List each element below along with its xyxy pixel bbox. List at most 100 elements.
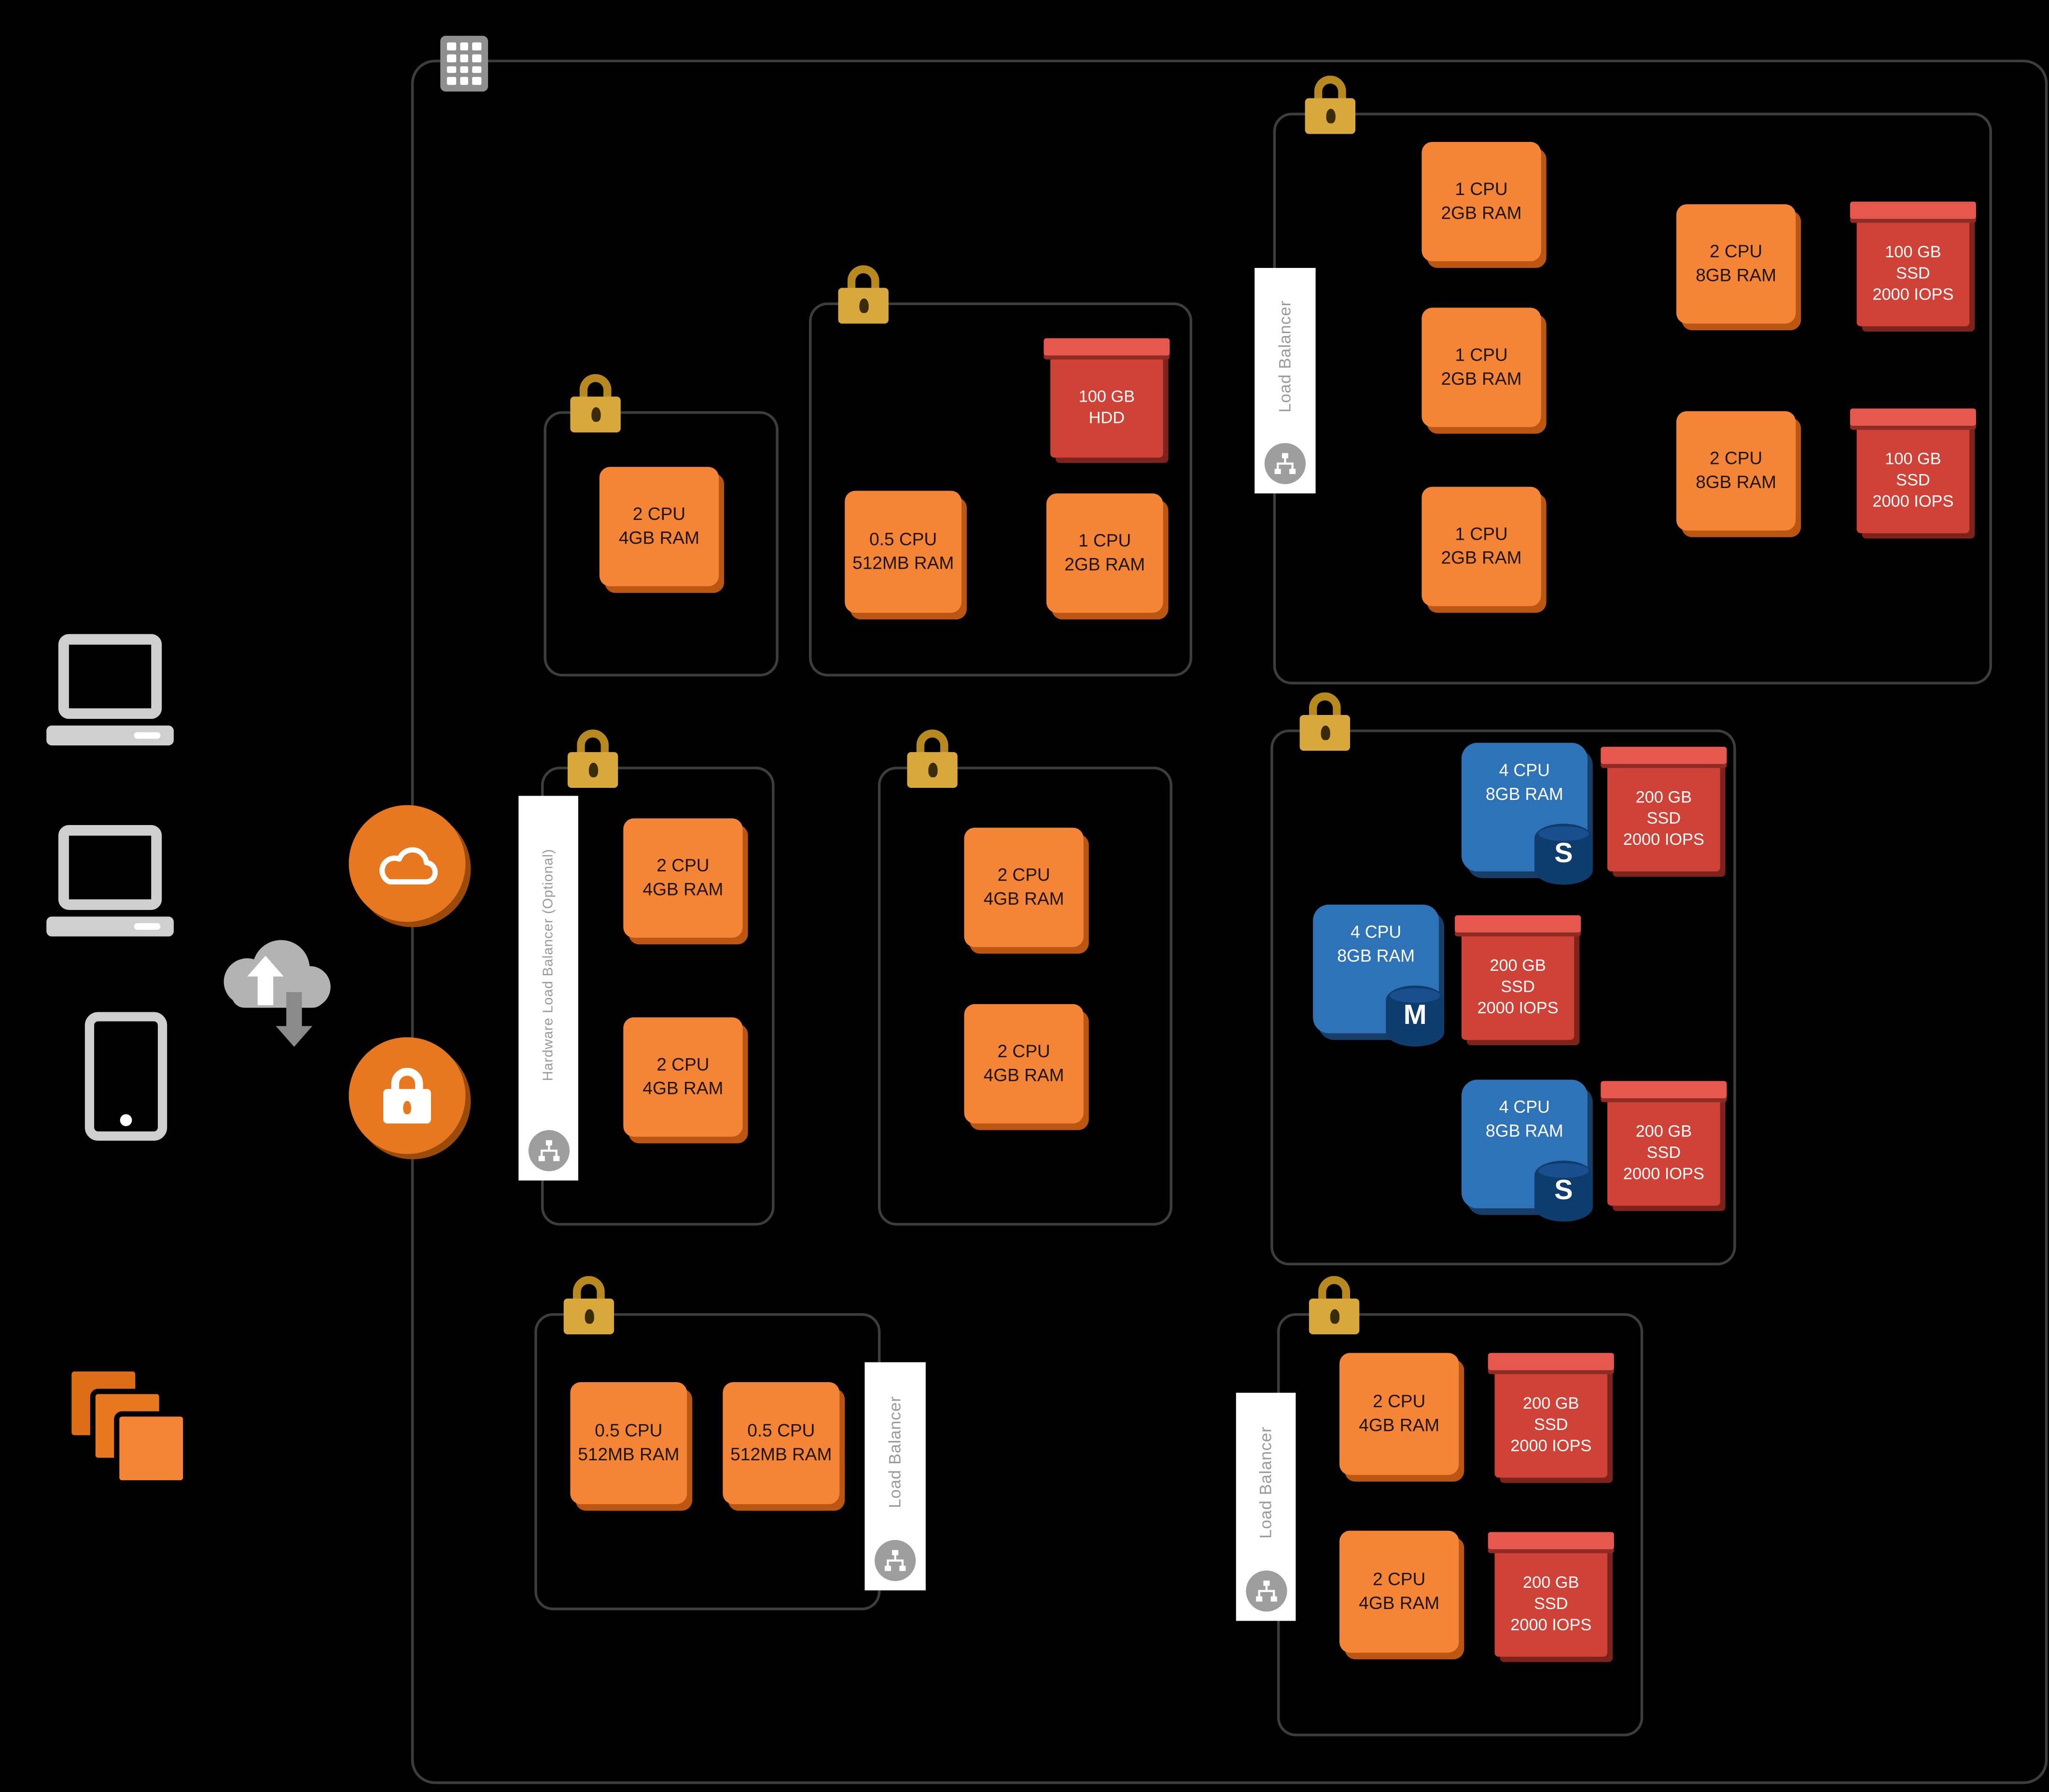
- spec-line: 4GB RAM: [642, 1078, 724, 1098]
- storage-lid-icon: [1850, 408, 1976, 426]
- stacked-squares-icon: [114, 1411, 189, 1486]
- padlock-icon: [567, 729, 618, 788]
- spec-line: 100 GB: [1885, 449, 1941, 468]
- load-balancer-icon: [1264, 443, 1306, 484]
- spec-line: SSD: [1533, 1414, 1568, 1433]
- storage-volume: 100 GB SSD 2000 IOPS: [1850, 408, 1976, 533]
- spec-line: 4GB RAM: [642, 879, 724, 899]
- laptop-base: [46, 725, 174, 746]
- compute-instance: 2 CPU 4GB RAM: [623, 818, 743, 938]
- spec-line: 2000 IOPS: [1510, 1436, 1592, 1455]
- storage-lid-icon: [1488, 1353, 1614, 1371]
- security-group-hw-lb: Hardware Load Balancer (Optional) 2 CPU …: [518, 729, 775, 1226]
- laptop-screen: [58, 825, 162, 910]
- compute-instance: 1 CPU 2GB RAM: [1422, 487, 1541, 606]
- laptop-icon: [46, 634, 174, 746]
- spec-line: 2000 IOPS: [1623, 829, 1704, 849]
- security-group-mid-pair: 2 CPU 4GB RAM 2 CPU 4GB RAM: [878, 729, 1172, 1226]
- spec-line: 512MB RAM: [578, 1444, 680, 1465]
- datacenter-icon: [440, 36, 488, 92]
- spec-line: 4 CPU: [1499, 760, 1550, 780]
- compute-instance: 2 CPU 4GB RAM: [964, 1004, 1084, 1124]
- compute-instance: 2 CPU 4GB RAM: [964, 827, 1084, 947]
- load-balancer-label: Load Balancer: [1236, 1392, 1296, 1621]
- compute-instance: 2 CPU 8GB RAM: [1676, 411, 1796, 531]
- spec-line: 8GB RAM: [1485, 1120, 1563, 1140]
- spec-line: 2 CPU: [656, 1054, 710, 1075]
- laptop-screen: [58, 634, 162, 719]
- spec-line: 2 CPU: [1373, 1391, 1426, 1412]
- compute-instance: 0.5 CPU 512MB RAM: [723, 1382, 840, 1504]
- compute-instance: 0.5 CPU 512MB RAM: [845, 490, 962, 613]
- load-balancer-text: Load Balancer: [886, 1396, 905, 1509]
- database-instance: 4 CPU 8GB RAM M: [1313, 904, 1445, 1047]
- cloud-transfer-icon: [223, 940, 331, 1047]
- spec-line: 2 CPU: [1709, 448, 1763, 469]
- compute-instance: 2 CPU 8GB RAM: [1676, 204, 1796, 324]
- spec-line: SSD: [1896, 263, 1930, 282]
- compute-instance: 2 CPU 4GB RAM: [1339, 1530, 1459, 1653]
- storage-lid-icon: [1601, 746, 1727, 764]
- load-balancer-text: Load Balancer: [1276, 301, 1295, 413]
- spec-line: SSD: [1646, 808, 1681, 827]
- spec-line: 100 GB: [1885, 242, 1941, 261]
- load-balancer-text: Hardware Load Balancer (Optional): [540, 848, 557, 1081]
- compute-instance: 1 CPU 2GB RAM: [1422, 141, 1541, 262]
- datacenter-boundary: [411, 59, 2048, 1784]
- storage-volume: 200 GB SSD 2000 IOPS: [1488, 1532, 1614, 1657]
- spec-line: 0.5 CPU: [869, 529, 937, 549]
- storage-lid-icon: [1601, 1081, 1727, 1098]
- compute-instance: 1 CPU 2GB RAM: [1046, 493, 1163, 613]
- security-group-micro-pair: 0.5 CPU 512MB RAM 0.5 CPU 512MB RAM Load…: [534, 1276, 926, 1610]
- storage-volume: 200 GB SSD 2000 IOPS: [1601, 746, 1727, 872]
- padlock-icon: [570, 374, 621, 433]
- compute-instance: 2 CPU 4GB RAM: [623, 1017, 743, 1137]
- storage-lid-icon: [1488, 1532, 1614, 1550]
- spec-line: 0.5 CPU: [747, 1420, 815, 1441]
- padlock-icon: [563, 1276, 614, 1335]
- padlock-icon: [838, 265, 889, 324]
- spec-line: 1 CPU: [1455, 345, 1508, 365]
- spec-line: 2 CPU: [1373, 1569, 1426, 1589]
- cloud-outline-icon: [379, 847, 438, 885]
- database-instance: 4 CPU 8GB RAM S: [1461, 742, 1593, 885]
- spec-line: SSD: [1501, 977, 1535, 996]
- spec-line: 2GB RAM: [1441, 203, 1522, 223]
- compute-instance: 2 CPU 4GB RAM: [1339, 1353, 1459, 1475]
- spec-line: 200 GB: [1523, 1393, 1579, 1412]
- spec-line: 1 CPU: [1455, 179, 1508, 199]
- storage-volume: 100 GB SSD 2000 IOPS: [1850, 201, 1976, 326]
- spec-line: 2 CPU: [997, 1041, 1050, 1062]
- spec-line: 2 CPU: [1709, 241, 1763, 262]
- storage-volume: 200 GB SSD 2000 IOPS: [1601, 1081, 1727, 1206]
- load-balancer-icon: [1245, 1570, 1287, 1612]
- spec-line: 4GB RAM: [619, 528, 699, 548]
- storage-volume: 100 GB HDD: [1044, 338, 1170, 458]
- security-group-database: 4 CPU 8GB RAM S 200 GB SSD 2000 IOPS 4 C…: [1270, 692, 1736, 1266]
- database-letter: S: [1554, 838, 1573, 869]
- spec-line: 0.5 CPU: [595, 1420, 663, 1441]
- spec-line: 512MB RAM: [852, 553, 954, 573]
- load-balancer-icon: [875, 1540, 916, 1582]
- spec-line: SSD: [1533, 1594, 1568, 1612]
- spec-line: 4GB RAM: [983, 888, 1064, 909]
- spec-line: 2GB RAM: [1064, 554, 1145, 574]
- smartphone-icon: [84, 1012, 167, 1141]
- spec-line: 8GB RAM: [1485, 783, 1563, 803]
- spec-line: 4 CPU: [1350, 922, 1402, 942]
- padlock-icon: [1299, 692, 1351, 751]
- secure-gateway-circle: [348, 1037, 466, 1154]
- spec-line: 2000 IOPS: [1872, 491, 1954, 510]
- spec-line: SSD: [1896, 470, 1930, 489]
- spec-line: SSD: [1646, 1143, 1681, 1162]
- storage-lid-icon: [1044, 338, 1170, 356]
- spec-line: 2 CPU: [656, 855, 710, 876]
- spec-line: 2 CPU: [997, 865, 1050, 885]
- spec-line: 512MB RAM: [730, 1444, 832, 1465]
- spec-line: 200 GB: [1635, 787, 1692, 806]
- lock-icon: [383, 1067, 431, 1124]
- database-engine-icon: S: [1534, 824, 1593, 885]
- laptop-base: [46, 916, 174, 937]
- database-letter: M: [1403, 1000, 1427, 1031]
- cloud-gateway-circle: [348, 805, 466, 922]
